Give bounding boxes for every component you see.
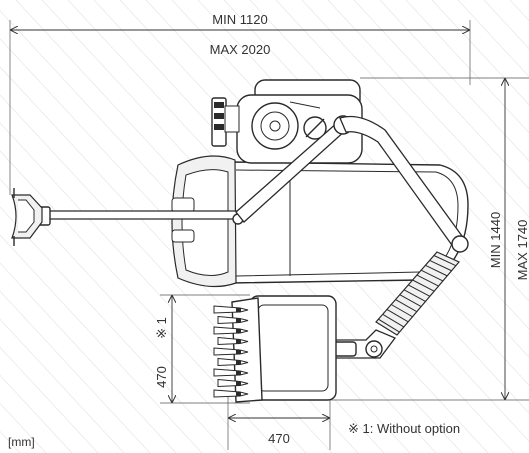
background-line — [327, 0, 529, 218]
tray-instruments — [213, 305, 249, 398]
bellows-rib — [429, 259, 452, 272]
bellows-rib — [416, 274, 439, 287]
background-line — [275, 0, 529, 274]
headrest-inner — [181, 169, 229, 276]
bellows-arm — [375, 251, 460, 336]
bellows-rib — [386, 308, 409, 323]
tray-height-dimension: 470 ※ 1 — [154, 294, 250, 404]
bellows-rib — [408, 284, 431, 297]
light-cable — [289, 101, 321, 109]
height-dimensions: MIN 1440 MAX 1740 — [330, 77, 529, 401]
articulated-arms — [44, 115, 469, 359]
footnote-label: ※ 1: Without option — [348, 421, 460, 436]
background-line — [405, 0, 529, 134]
tray-instrument-clip — [236, 318, 241, 323]
headrest-clip-top — [171, 197, 195, 213]
light-lamp-center — [269, 120, 281, 132]
horizontal-arm — [44, 210, 241, 220]
background-line — [0, 262, 177, 453]
unit-label: [mm] — [8, 435, 35, 449]
bellows-rib — [399, 294, 422, 307]
background-line — [457, 0, 529, 78]
tray-instrument-clip — [236, 308, 241, 312]
background-line — [0, 374, 73, 453]
tray-instrument-clip — [236, 339, 241, 344]
width-dimensions: MIN 1120 MAX 2020 — [9, 12, 471, 195]
instrument-holder-inner — [18, 199, 35, 233]
tray-instrument-clip — [236, 350, 241, 354]
light-side-plate — [224, 105, 240, 133]
background-line — [0, 150, 281, 453]
bellows-rib — [433, 255, 457, 267]
tray-instrument-clip — [236, 371, 241, 375]
tray-arm-bracket — [333, 341, 357, 357]
background-line — [301, 0, 529, 246]
width-min-label: MIN 1120 — [212, 12, 267, 27]
bellows-rib — [382, 313, 405, 328]
tray-instrument-clip — [236, 360, 241, 365]
right-elbow-joint — [451, 235, 469, 253]
tray-inner — [257, 304, 329, 392]
background-line — [0, 346, 99, 453]
bellows-ribs — [378, 255, 457, 333]
bellows-rib — [395, 299, 418, 313]
light-knob-slot — [305, 118, 325, 138]
tray-height-label: 470 — [154, 366, 169, 388]
headrest-clip-bottom — [171, 229, 195, 243]
tray-width-label: 470 — [268, 431, 290, 446]
height-min-label: MIN 1440 — [488, 212, 503, 268]
tray-arm-joint-center — [370, 345, 378, 353]
tray-width-dimension: 470 — [227, 395, 331, 450]
bracket-slot-1 — [214, 102, 224, 108]
background-line — [431, 0, 529, 106]
tray-instrument-clip — [236, 381, 241, 386]
background-line — [0, 178, 255, 453]
background-line — [353, 0, 529, 190]
tray-instrument-bank — [231, 297, 263, 403]
background-line — [379, 0, 529, 162]
option-mark-label: ※ 1 — [154, 317, 169, 339]
tray-table — [213, 295, 337, 403]
bellows-rib — [391, 304, 413, 318]
bellows-rib — [412, 279, 435, 292]
bellows-rib — [403, 289, 426, 302]
background-line — [0, 290, 151, 453]
background-line — [0, 318, 125, 453]
background-line — [0, 234, 203, 453]
bracket-slot-3 — [214, 124, 224, 130]
width-max-label: MAX 2020 — [210, 42, 271, 57]
height-max-label: MAX 1740 — [515, 220, 529, 281]
bracket-slot-2 — [214, 113, 224, 119]
tray-instrument-clip — [236, 329, 241, 333]
bellows-rib — [420, 269, 444, 282]
bellows-rib — [378, 318, 400, 333]
light-assembly — [211, 79, 363, 164]
tray-instrument-clip — [236, 392, 241, 396]
instrument-head — [11, 188, 51, 246]
bellows-rib — [425, 264, 448, 277]
